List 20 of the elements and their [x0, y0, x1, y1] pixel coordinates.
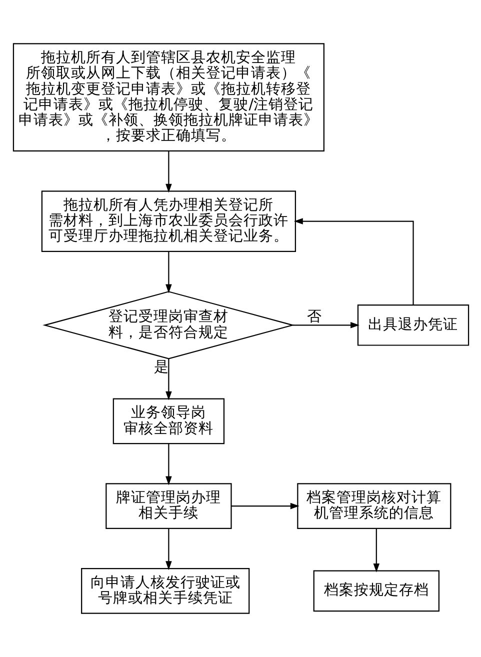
node-box: 拖拉机所有人凭办理相关登记所需材料，到上海市农业委员会行政许可受理厅办理拖拉机相关登记业务。 — [40, 190, 296, 252]
arrow — [292, 322, 359, 328]
node-box: 档案管理岗核对计算机管理系统的信息 — [296, 483, 451, 529]
arrow — [165, 444, 172, 486]
node-box: 向申请人核发行驶证或号牌或相关手续凭证 — [80, 568, 250, 614]
node-box: 业务领导岗审核全部资料 — [112, 398, 224, 444]
arrow — [165, 358, 172, 400]
edge-label: 否 — [306, 309, 322, 326]
arrow — [293, 218, 414, 305]
edge-label: 是 — [153, 359, 168, 376]
arrow — [372, 528, 380, 572]
arrow — [230, 502, 299, 510]
arrow — [165, 252, 172, 294]
node-box: 档案按规定存档 — [312, 570, 439, 612]
node-box: 出具退办凭证 — [356, 304, 469, 346]
node-box: 拖拉机所有人到管辖区县农机安全监理所领取或从网上下载（相关登记申请表）《拖拉机变更登记申请表》或《拖拉机转移登记申请表》或《拖拉机停驶、复驶/注销登记申请表》或《补领、换领拖拉机牌证申请表》，按要求正确填写。 — [12, 43, 324, 152]
node-box: 牌证管理岗办理相关手续 — [105, 483, 232, 529]
arrow — [165, 528, 172, 570]
node-diamond: 登记受理岗审查材料，是否符合规定 — [42, 291, 294, 360]
arrow — [165, 150, 172, 193]
